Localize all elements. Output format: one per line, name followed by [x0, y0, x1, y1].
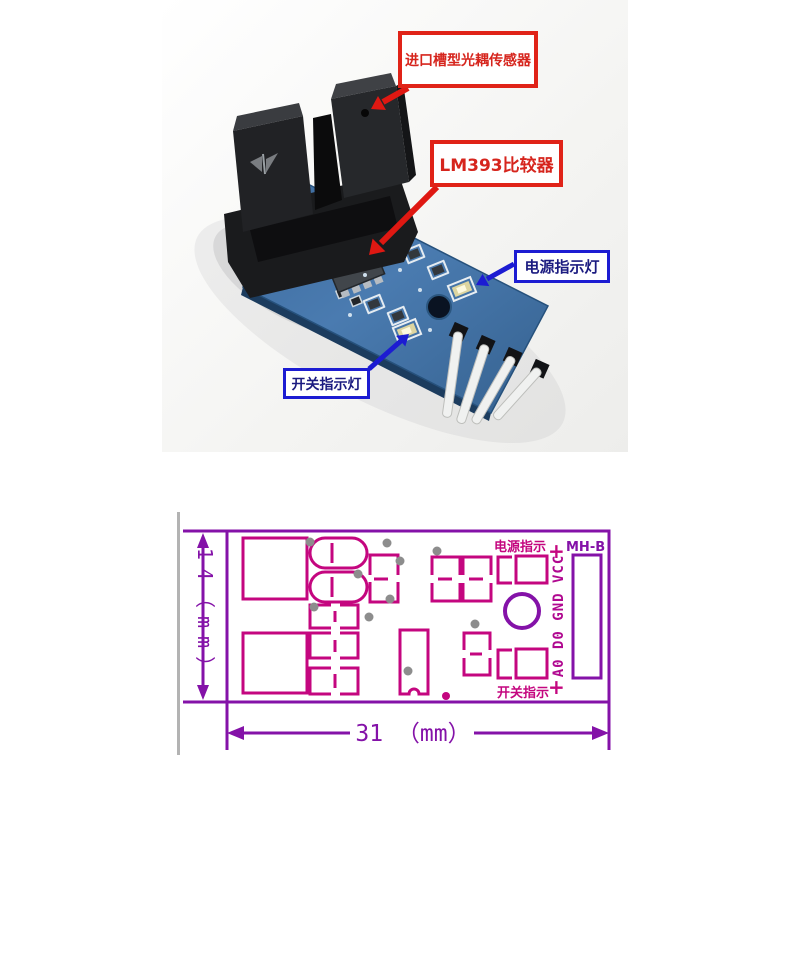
sensor-annotation-box: 进口槽型光耦传感器 — [398, 31, 538, 88]
switch-indicator-label: 开关指示 — [497, 685, 549, 701]
pin-header-outline — [571, 553, 603, 680]
power-led-annotation-box: 电源指示灯 — [514, 250, 610, 283]
capsule-footprint-top — [308, 536, 369, 570]
module-photo — [162, 0, 628, 452]
annotation-arrows — [367, 85, 516, 371]
via-dots — [305, 537, 480, 676]
power-led-bracket — [496, 555, 512, 585]
notched-footprint — [398, 628, 430, 696]
switch-led-pad — [514, 647, 549, 680]
side-rule — [177, 512, 180, 755]
sensor-pad-bottom — [241, 631, 309, 695]
power-led-pad — [514, 554, 549, 585]
switch-led-bracket — [496, 648, 512, 680]
magenta-dot — [442, 692, 450, 700]
arrow-sensor — [371, 85, 410, 110]
comparator-annotation-box: LM393比较器 — [430, 140, 563, 187]
dim-arrowheads — [197, 533, 609, 740]
height-dimension-label: 14（mm） — [193, 548, 217, 684]
mounting-hole — [426, 294, 452, 320]
width-dimension-label: 31 （mm） — [355, 721, 470, 747]
switch-led-annotation-text: 开关指示灯 — [291, 376, 362, 393]
switch-led-annotation-box: 开关指示灯 — [283, 368, 370, 399]
power-led — [446, 275, 478, 303]
power-indicator-label: 电源指示 — [494, 539, 546, 555]
footprints — [241, 536, 549, 696]
pin-labels: A0 D0 GND VCC — [551, 555, 567, 678]
dimension-diagram: 31 （mm） 14（mm） 电源指示 + 开关指示 + MH-B A0 D0 … — [177, 512, 611, 755]
arrow-comparator — [369, 184, 440, 255]
header-pins — [442, 331, 542, 425]
comparator-annotation-text: LM393比较器 — [439, 156, 554, 176]
switch-led — [391, 317, 423, 345]
arrow-power-led — [476, 261, 516, 287]
sensor-annotation-text: 进口槽型光耦传感器 — [405, 52, 531, 69]
pin-header — [442, 321, 550, 425]
hole-outline — [503, 592, 541, 630]
pcb-outline — [225, 529, 611, 704]
slot-optocoupler-sensor — [224, 73, 418, 298]
arrow-switch-led — [367, 334, 409, 371]
capsule-footprint-bottom — [308, 570, 369, 604]
board-outline-group — [183, 529, 611, 750]
switch-indicator-plus: + — [548, 675, 565, 699]
pcb-vias — [348, 268, 432, 332]
sensor-pad-top — [241, 536, 309, 601]
power-indicator-plus: + — [548, 539, 565, 563]
model-label: MH-B — [566, 540, 605, 555]
power-led-annotation-text: 电源指示灯 — [524, 258, 600, 276]
